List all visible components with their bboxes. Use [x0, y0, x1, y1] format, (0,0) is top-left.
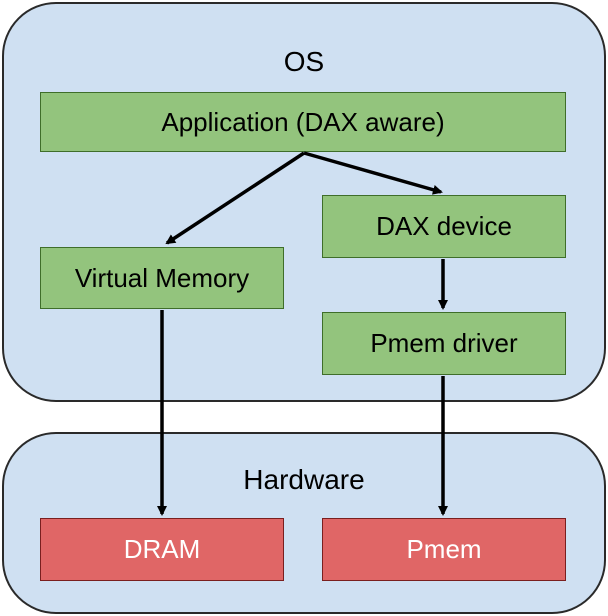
arrow-application-to-dax-device — [303, 151, 443, 195]
pmem-driver-box: Pmem driver — [322, 312, 566, 375]
dram-box: DRAM — [40, 518, 284, 581]
os-title: OS — [283, 46, 325, 77]
virtual-memory-box: Virtual Memory — [40, 247, 284, 309]
arrow-application-to-virtual-memory — [165, 151, 305, 245]
application-box: Application (DAX aware) — [40, 92, 566, 152]
hardware-title: Hardware — [243, 464, 365, 495]
dax-device-box: DAX device — [322, 195, 566, 258]
pmem-box: Pmem — [322, 518, 566, 581]
